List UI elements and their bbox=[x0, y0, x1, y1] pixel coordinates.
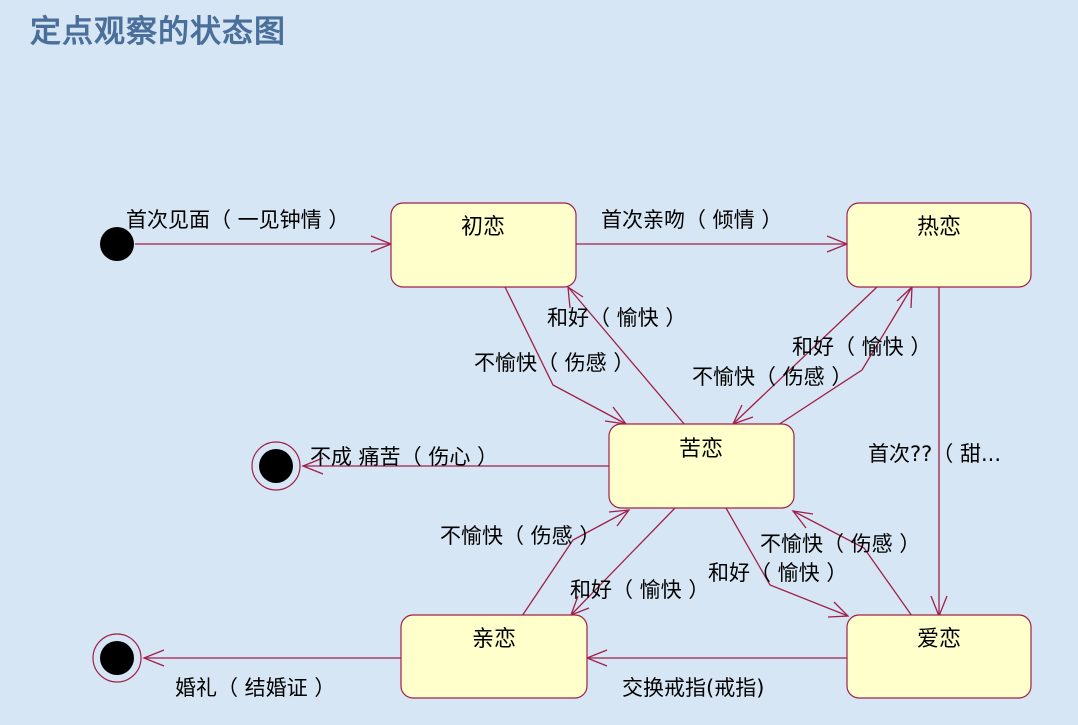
state-relian-name: 热恋 bbox=[917, 215, 961, 240]
label-kulian-to-relian: 和好（ 愉快 ） bbox=[792, 335, 931, 359]
label-ailian-to-qinlian: 交换戒指(戒指) bbox=[622, 676, 764, 700]
label-kulian-to-qinlian: 和好（ 愉快 ） bbox=[570, 578, 709, 602]
label-kulian-to-ailian: 和好（ 愉快 ） bbox=[708, 561, 847, 585]
state-chulian[interactable]: 初恋 bbox=[390, 202, 577, 288]
edge-ailian-to-kulian[interactable] bbox=[791, 510, 913, 617]
edge-qinlian-to-kulian[interactable] bbox=[521, 509, 631, 617]
label-chulian-to-relian: 首次亲吻（ 倾情 ） bbox=[601, 208, 782, 232]
page-title: 定点观察的状态图 bbox=[30, 14, 286, 50]
state-kulian[interactable]: 苦恋 bbox=[608, 423, 795, 509]
edge-qinlian-to-end[interactable] bbox=[142, 649, 401, 667]
edge-kulian-to-end[interactable] bbox=[301, 457, 609, 475]
label-start-to-chulian: 首次见面（ 一见钟情 ） bbox=[126, 208, 349, 232]
state-qinlian[interactable]: 亲恋 bbox=[400, 614, 588, 699]
edge-kulian-to-chulian[interactable] bbox=[567, 285, 686, 426]
initial-node bbox=[100, 227, 134, 261]
edge-ailian-to-qinlian[interactable] bbox=[585, 649, 847, 667]
label-qinlian-to-end: 婚礼（ 结婚证 ） bbox=[175, 676, 335, 700]
label-relian-to-ailian: 首次??（ 甜... bbox=[868, 442, 1001, 466]
state-relian[interactable]: 热恋 bbox=[846, 202, 1032, 288]
state-ailian[interactable]: 爱恋 bbox=[846, 614, 1032, 699]
state-ailian-name: 爱恋 bbox=[917, 627, 961, 652]
state-kulian-name: 苦恋 bbox=[679, 437, 723, 462]
edge-chulian-to-relian[interactable] bbox=[576, 235, 849, 253]
final-node-qinlian bbox=[92, 633, 142, 683]
state-chulian-name: 初恋 bbox=[461, 215, 505, 240]
state-qinlian-name: 亲恋 bbox=[472, 627, 516, 652]
label-qinlian-to-kulian: 不愉快（ 伤感 ） bbox=[440, 524, 600, 548]
label-relian-to-kulian: 不愉快（ 伤感 ） bbox=[692, 365, 852, 389]
final-node-kulian bbox=[251, 441, 301, 491]
label-kulian-to-chulian: 和好（ 愉快 ） bbox=[547, 306, 686, 330]
label-chulian-to-kulian: 不愉快（ 伤感 ） bbox=[474, 351, 634, 375]
edge-kulian-to-ailian[interactable] bbox=[725, 507, 850, 618]
label-ailian-to-kulian: 不愉快（ 伤感 ） bbox=[760, 532, 920, 556]
edge-start-to-chulian[interactable] bbox=[135, 235, 393, 253]
label-kulian-to-end: 不成 痛苦（ 伤心 ） bbox=[310, 445, 498, 469]
